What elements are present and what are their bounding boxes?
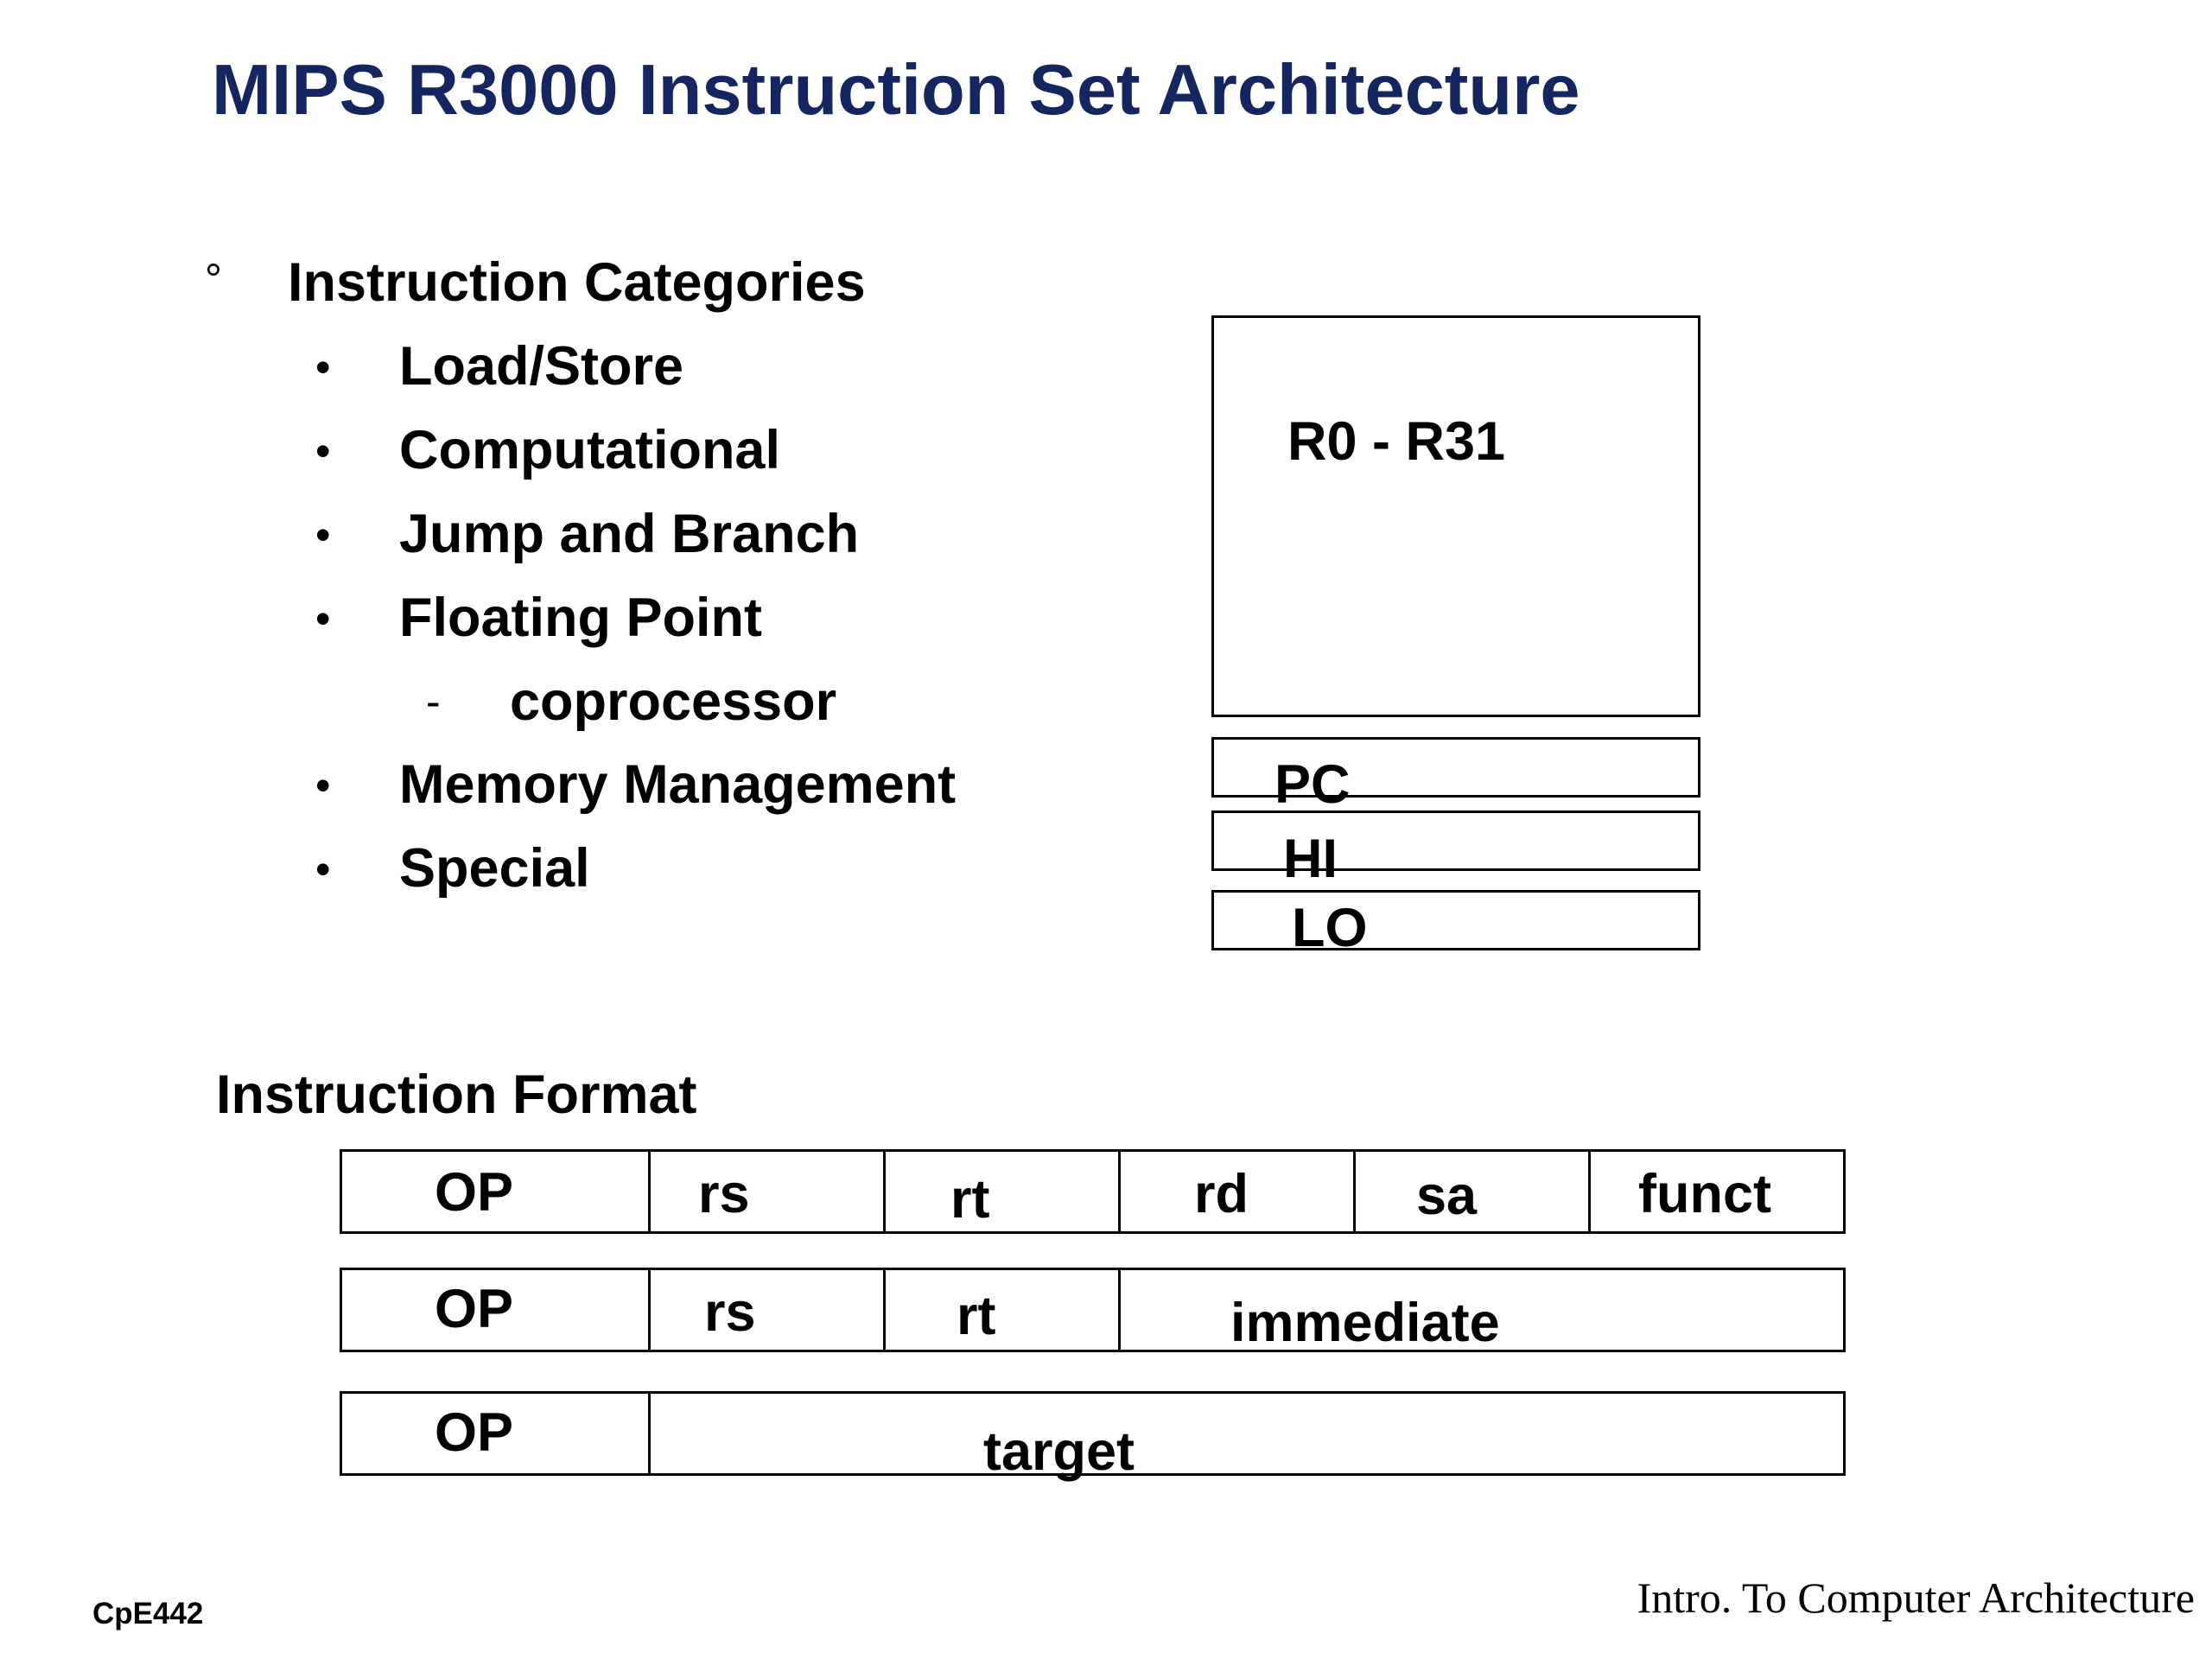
category-item: Jump and Branch	[399, 504, 860, 564]
footer-course-code: CpE442	[92, 1597, 204, 1630]
field-rt: rt	[883, 1268, 1121, 1352]
category-item: Computational	[399, 420, 780, 480]
field-immediate: immediate	[1118, 1268, 1846, 1352]
general-register-box: R0 - R31	[1211, 315, 1700, 717]
category-item: Load/Store	[399, 336, 684, 397]
category-item: Floating Point	[399, 588, 762, 648]
bullet-icon: •	[315, 511, 331, 559]
r-type-format-row: OP rs rt rd sa funct	[340, 1149, 1846, 1234]
lo-register-label: LO	[1292, 898, 1368, 958]
bullet-icon: •	[315, 343, 331, 391]
categories-heading: Instruction Categories	[288, 252, 866, 313]
bullet-icon: •	[315, 594, 331, 643]
bullet-icon: •	[315, 761, 331, 810]
category-item: Memory Management	[399, 754, 957, 815]
j-type-format-row: OP target	[340, 1391, 1846, 1479]
hi-register-label: HI	[1283, 829, 1338, 889]
footer-course-title: Intro. To Computer Architecture	[1637, 1573, 2195, 1622]
bullet-icon: •	[315, 845, 331, 893]
lo-register-box	[1211, 890, 1700, 950]
general-register-label: R0 - R31	[1287, 411, 1506, 472]
field-op: OP	[340, 1149, 651, 1234]
field-op: OP	[340, 1391, 651, 1476]
field-rd: rd	[1118, 1149, 1356, 1234]
pc-register-box	[1211, 737, 1700, 798]
bullet-icon: •	[315, 427, 331, 475]
circle-bullet-icon: °	[205, 255, 222, 303]
field-target: target	[648, 1391, 1846, 1479]
dash-icon: -	[426, 677, 441, 726]
format-heading: Instruction Format	[216, 1065, 697, 1125]
i-type-format-row: OP rs rt immediate	[340, 1268, 1846, 1352]
field-rt: rt	[883, 1149, 1121, 1234]
category-sub-item: coprocessor	[510, 671, 837, 732]
field-op: OP	[340, 1268, 651, 1352]
field-sa: sa	[1353, 1149, 1591, 1234]
pc-register-label: PC	[1274, 754, 1351, 815]
page-title: MIPS R3000 Instruction Set Architecture	[212, 49, 1580, 130]
field-rs: rs	[648, 1268, 886, 1352]
field-funct: funct	[1588, 1149, 1846, 1234]
hi-register-box	[1211, 810, 1700, 871]
field-rs: rs	[648, 1149, 886, 1234]
category-item: Special	[399, 838, 590, 899]
